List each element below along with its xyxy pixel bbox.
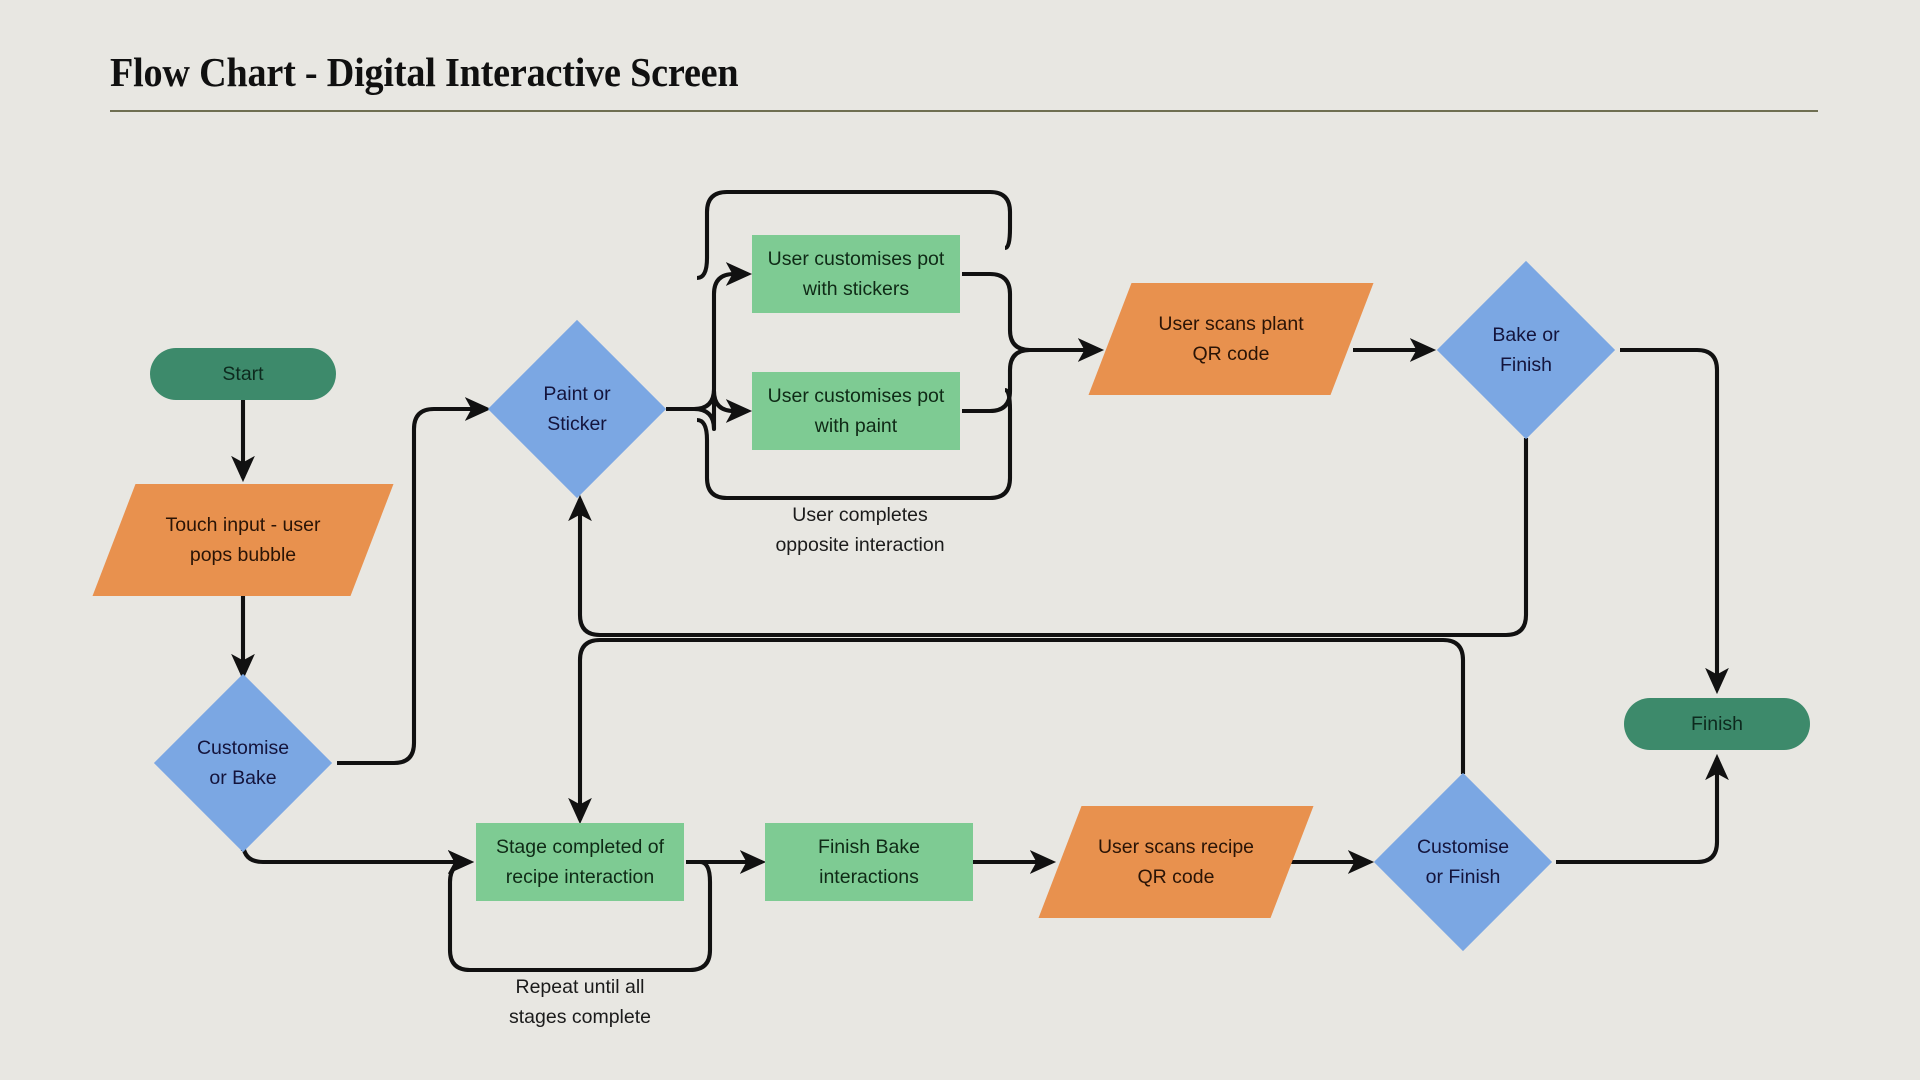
annotation-opposite-interaction-label: User completes opposite interaction [775, 504, 945, 557]
node-finish-bake[interactable]: Finish Bake interactions [765, 823, 973, 901]
node-start-label: Start [222, 362, 264, 385]
node-stage-completed[interactable]: Stage completed of recipe interaction [476, 823, 684, 901]
edge-paint-or-sticker-to-pot-paint [666, 388, 753, 432]
edge-customise-or-finish-to-finish [1556, 753, 1729, 865]
node-finish[interactable]: Finish [1624, 698, 1810, 750]
node-pot-stickers[interactable]: User customises pot with stickers [752, 235, 960, 313]
title-divider [110, 110, 1818, 112]
page-title: Flow Chart - Digital Interactive Screen [110, 49, 739, 95]
node-touch-input[interactable]: Touch input - user pops bubble [114, 484, 372, 596]
node-bake-or-finish-label: Bake or Finish [1492, 323, 1560, 376]
node-paint-or-sticker-label: Paint or Sticker [543, 382, 611, 435]
annotation-repeat-stages-label: Repeat until all stages complete [509, 976, 651, 1029]
node-finish-bake-label: Finish Bake interactions [818, 835, 920, 888]
page-header: Flow Chart - Digital Interactive Screen [110, 48, 1820, 112]
node-paint-or-sticker[interactable]: Paint or Sticker [514, 346, 640, 472]
node-scan-recipe-qr-label: User scans recipe QR code [1097, 835, 1255, 888]
node-pot-paint-label: User customises pot with paint [767, 384, 945, 437]
node-stage-completed-label: Stage completed of recipe interaction [495, 835, 665, 888]
edge-paint-or-sticker-to-pot-stickers [666, 262, 753, 412]
edge-pot-paint-to-scan-plant-qr [962, 347, 1031, 414]
node-customise-or-bake-label: Customise or Bake [196, 736, 290, 789]
annotation-repeat-stages: Repeat until all stages complete [470, 942, 690, 1033]
edge-bake-or-finish-to-finish [1620, 347, 1729, 695]
node-scan-recipe-qr[interactable]: User scans recipe QR code [1060, 806, 1292, 918]
node-scan-plant-qr[interactable]: User scans plant QR code [1110, 283, 1352, 395]
node-finish-label: Finish [1690, 712, 1744, 735]
node-pot-stickers-label: User customises pot with stickers [767, 247, 945, 300]
annotation-opposite-interaction: User completes opposite interaction [752, 470, 968, 561]
node-scan-plant-qr-label: User scans plant QR code [1158, 312, 1304, 365]
node-bake-or-finish[interactable]: Bake or Finish [1463, 287, 1589, 413]
edge-customise-or-bake-to-stage-completed [240, 839, 475, 874]
edge-pot-stickers-to-scan-plant-qr [962, 271, 1105, 362]
edge-bake-or-finish-to-paint-or-sticker [568, 438, 1529, 638]
node-start[interactable]: Start [150, 348, 336, 400]
node-pot-paint[interactable]: User customises pot with paint [752, 372, 960, 450]
node-touch-input-label: Touch input - user pops bubble [165, 513, 321, 566]
node-customise-or-finish[interactable]: Customise or Finish [1400, 799, 1526, 925]
node-customise-or-bake[interactable]: Customise or Bake [180, 700, 306, 826]
node-customise-or-finish-label: Customise or Finish [1416, 835, 1510, 888]
edge-customise-or-finish-to-stage-completed [568, 637, 1466, 825]
